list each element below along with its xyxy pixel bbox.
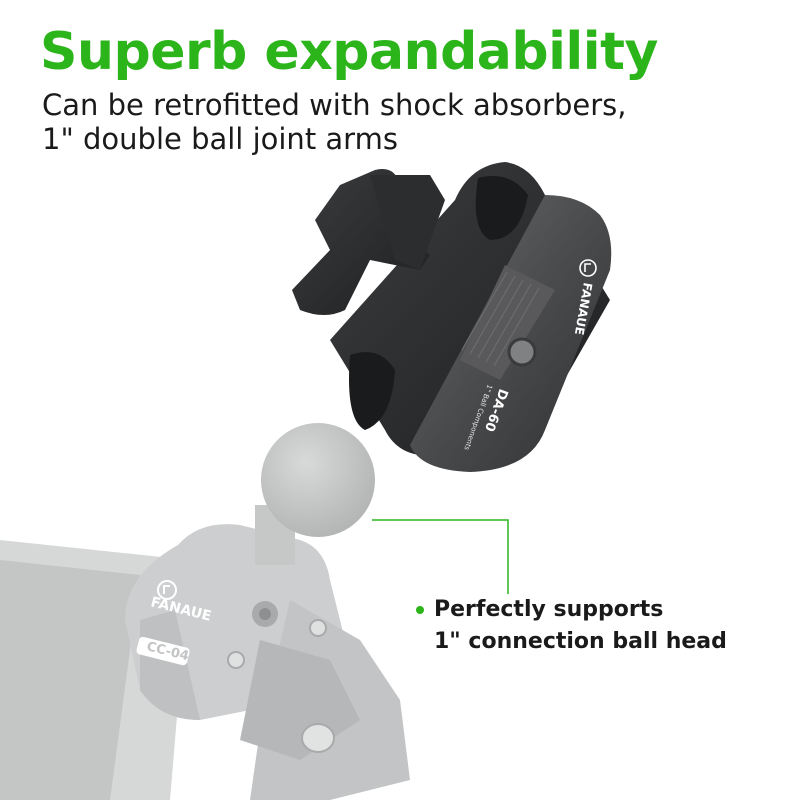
callout-line-2: 1" connection ball head bbox=[434, 629, 727, 654]
double-ball-arm: FANAUE DA-60 1" Ball Components bbox=[292, 162, 612, 472]
super-clamp: FANAUE CC-04 bbox=[125, 524, 410, 800]
headline: Superb expandability bbox=[40, 22, 658, 82]
wing-knob bbox=[292, 169, 445, 315]
callout-leader bbox=[372, 519, 509, 594]
clamp-logo-icon bbox=[157, 580, 177, 600]
subheadline-line-1: Can be retrofitted with shock absorbers, bbox=[42, 88, 627, 122]
ball-head bbox=[255, 423, 375, 565]
subheadline-line-2: 1" double ball joint arms bbox=[42, 122, 398, 156]
subheadline: Can be retrofitted with shock absorbers,… bbox=[42, 88, 626, 156]
callout-bullet bbox=[416, 606, 424, 614]
arm-logo-icon bbox=[579, 259, 597, 277]
callout-line-1: Perfectly supports bbox=[434, 597, 664, 622]
ball-head-callout: Perfectly supports 1" connection ball he… bbox=[416, 594, 727, 658]
